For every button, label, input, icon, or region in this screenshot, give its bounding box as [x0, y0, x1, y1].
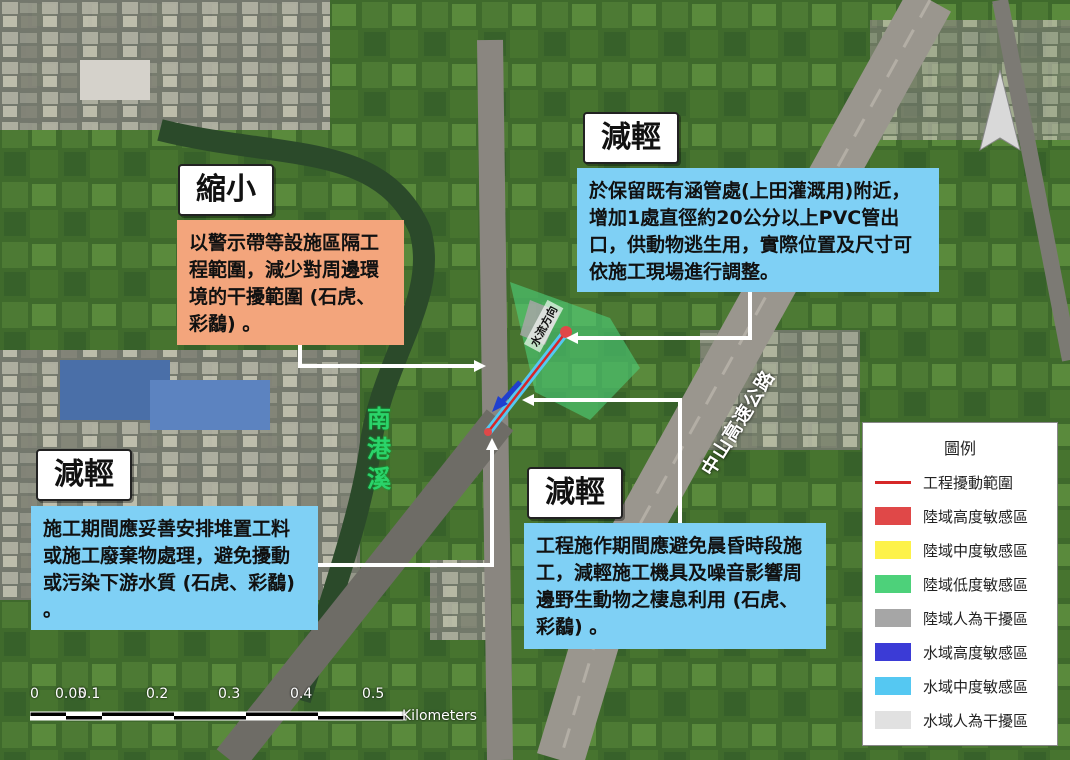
legend-label: 工程擾動範圍 [923, 473, 1014, 492]
legend-item: 陸域高度敏感區 [863, 499, 1057, 533]
mitigate-top-tag: 減輕 [583, 112, 679, 164]
mitigate-left-tag: 減輕 [36, 449, 132, 501]
legend-items: 工程擾動範圍陸域高度敏感區陸域中度敏感區陸域低度敏感區陸域人為干擾區水域高度敏感… [863, 465, 1057, 737]
mitigate-bottom-callout: 工程施作期間應避免晨昏時段施工，減輕施工機具及噪音影響周邊野生動物之棲息利用 (… [524, 523, 826, 649]
north-arrow-icon [979, 69, 1021, 152]
legend-label: 水域中度敏感區 [923, 677, 1029, 696]
scale-tick-label: 0 [30, 686, 39, 702]
legend-label: 水域高度敏感區 [923, 643, 1029, 662]
legend-label: 水域人為干擾區 [923, 711, 1029, 730]
legend-item: 陸域人為干擾區 [863, 601, 1057, 635]
legend-label: 陸域低度敏感區 [923, 575, 1029, 594]
map-legend: 圖例 工程擾動範圍陸域高度敏感區陸域中度敏感區陸域低度敏感區陸域人為干擾區水域高… [862, 422, 1058, 746]
reduce-tag: 縮小 [178, 164, 274, 216]
scale-tick-label: 0.4 [290, 686, 313, 702]
scale-bar-graphic [30, 711, 407, 721]
legend-label: 陸域人為干擾區 [923, 609, 1029, 628]
scale-units: Kilometers [402, 708, 477, 724]
legend-item: 陸域低度敏感區 [863, 567, 1057, 601]
legend-title: 圖例 [943, 439, 976, 458]
legend-item: 水域人為干擾區 [863, 703, 1057, 737]
legend-item: 工程擾動範圍 [863, 465, 1057, 499]
legend-label: 陸域高度敏感區 [923, 507, 1029, 526]
legend-swatch [875, 507, 911, 525]
mitigate-top-callout: 於保留既有涵管處(上田灌溉用)附近，增加1處直徑約20公分以上PVC管出口，供動… [577, 168, 939, 292]
legend-label: 陸域中度敏感區 [923, 541, 1029, 560]
scale-tick-label: 0.2 [146, 686, 169, 702]
legend-swatch [875, 677, 911, 695]
scale-tick-label: 0.05 [55, 686, 87, 702]
legend-swatch [875, 609, 911, 627]
scale-tick-label: 0.1 [78, 686, 101, 702]
mitigate-bottom-tag: 減輕 [527, 467, 623, 519]
legend-item: 水域高度敏感區 [863, 635, 1057, 669]
legend-swatch [875, 711, 911, 729]
stream-label: 南港溪 [367, 405, 391, 493]
legend-item: 陸域中度敏感區 [863, 533, 1057, 567]
legend-swatch [875, 575, 911, 593]
legend-swatch [875, 541, 911, 559]
legend-swatch [875, 643, 911, 661]
scale-tick-label: 0.5 [362, 686, 385, 702]
legend-swatch [875, 480, 911, 484]
reduce-callout: 以警示帶等設施區隔工程範圍，減少對周邊環境的干擾範圍 (石虎、彩鷸) 。 [177, 220, 404, 345]
legend-item: 水域中度敏感區 [863, 669, 1057, 703]
scale-tick-label: 0.3 [218, 686, 241, 702]
mitigate-left-callout: 施工期間應妥善安排堆置工料或施工廢棄物處理，避免擾動或污染下游水質 (石虎、彩鷸… [31, 506, 318, 630]
